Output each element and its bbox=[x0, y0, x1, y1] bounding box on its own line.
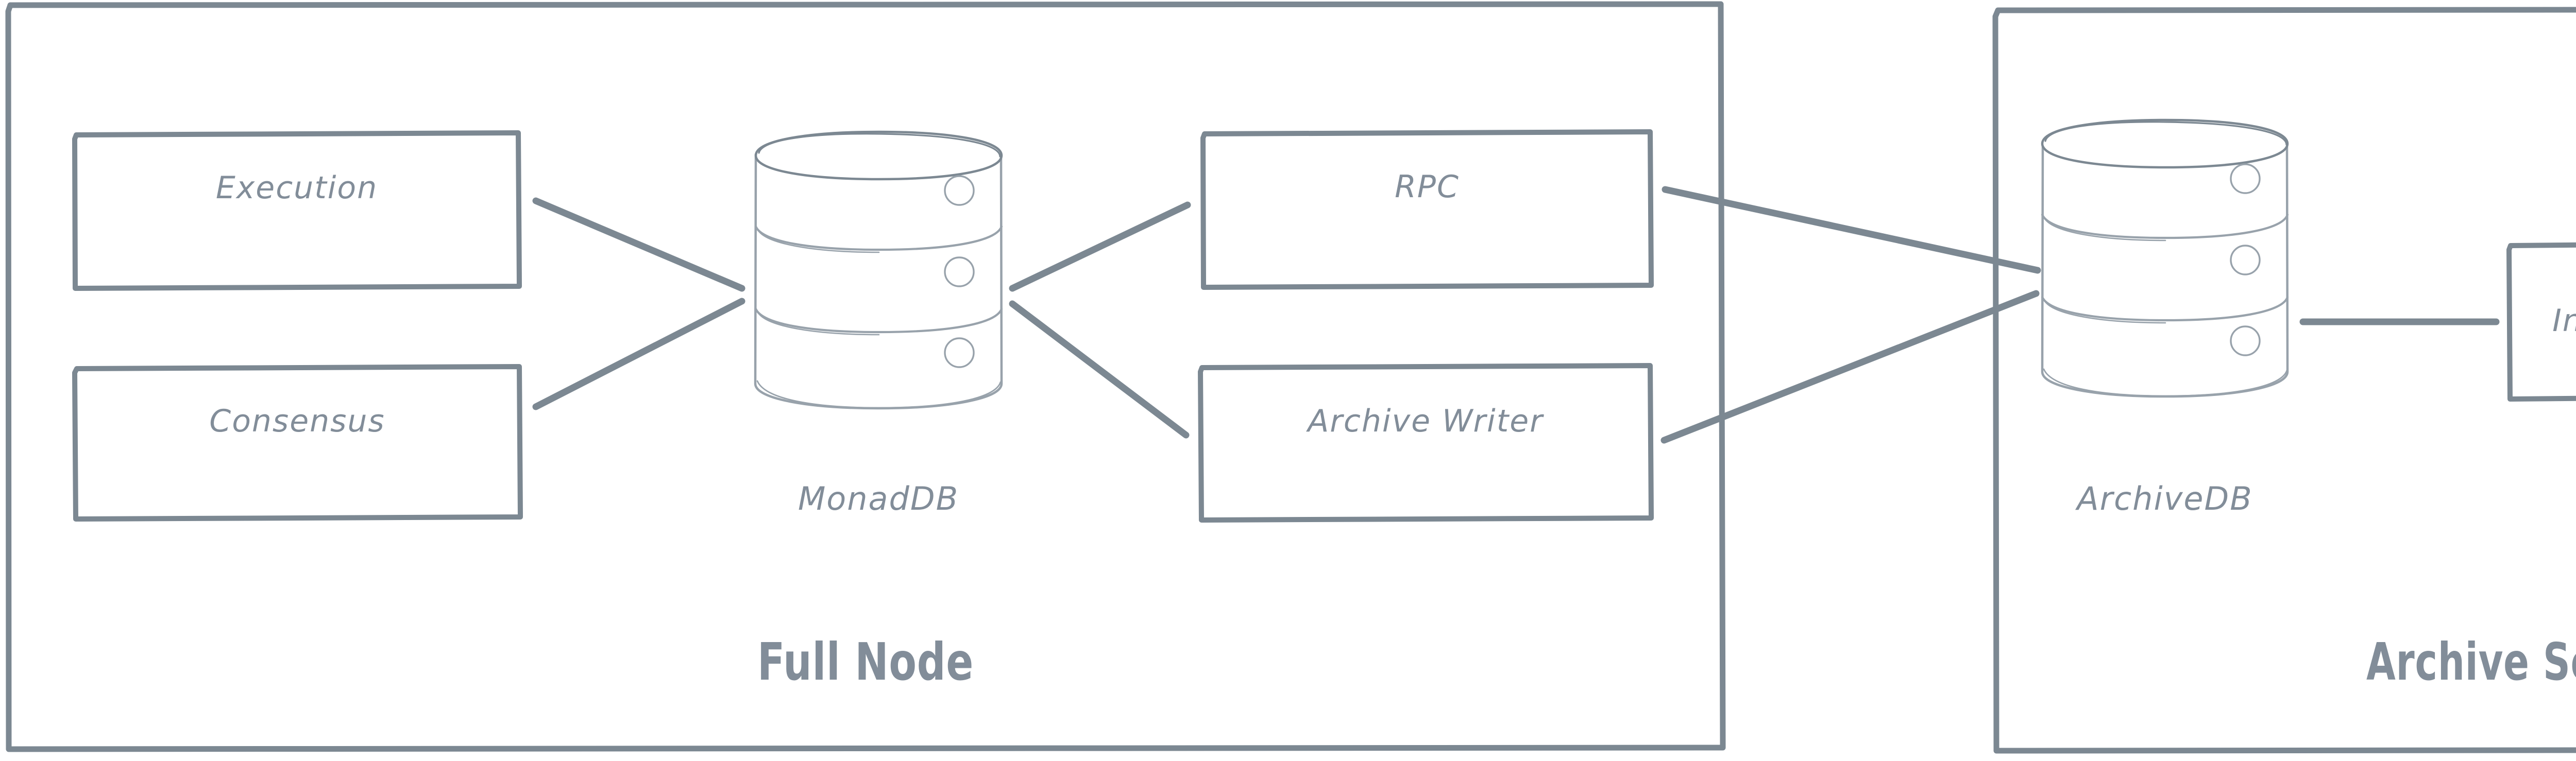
archive-writer-label: Archive Writer bbox=[1306, 403, 1544, 439]
monaddb-top-ellipse-sketch bbox=[758, 133, 1001, 158]
rpc-box-outline bbox=[1200, 129, 1654, 290]
group-container-archive-server[interactable] bbox=[1992, 7, 2576, 754]
monaddb-divider-1-sketch bbox=[757, 230, 880, 253]
node-monaddb[interactable] bbox=[754, 130, 1003, 410]
archivedb-divider-1 bbox=[2041, 213, 2289, 239]
archive-server-border bbox=[1992, 7, 2576, 754]
archive-writer-box-outline bbox=[1198, 363, 1654, 523]
indexer-label: Indexer bbox=[2552, 303, 2576, 339]
edge-monaddb-execution[interactable] bbox=[532, 197, 745, 292]
monaddb-divider-1 bbox=[754, 225, 1003, 251]
indexer-box-outline bbox=[2506, 242, 2576, 402]
consensus-box-outline bbox=[72, 364, 523, 522]
monaddb-indicator-1 bbox=[944, 175, 975, 206]
node-execution[interactable] bbox=[72, 130, 522, 291]
monaddb-indicator-2 bbox=[944, 256, 975, 287]
archivedb-top-ellipse-sketch bbox=[2044, 121, 2287, 146]
edge-monaddb-execution-line bbox=[532, 197, 745, 292]
archivedb-indicator-3 bbox=[2230, 325, 2261, 356]
edge-archivedb-rpc-line bbox=[1662, 186, 2041, 274]
full-node-border bbox=[5, 1, 1726, 752]
archivedb-label: ArchiveDB bbox=[2075, 480, 2253, 517]
archivedb-indicator-1 bbox=[2230, 163, 2261, 194]
edge-archivedb-rpc[interactable] bbox=[1662, 186, 2041, 274]
edge-monaddb-rpc[interactable] bbox=[1009, 201, 1191, 292]
node-archive-writer[interactable] bbox=[1198, 363, 1654, 523]
edge-archive-writer-archivedb[interactable] bbox=[1660, 290, 2040, 444]
monaddb-label: MonadDB bbox=[798, 480, 959, 517]
group-title-archive-server: Archive Server bbox=[2366, 632, 2576, 692]
node-archivedb[interactable] bbox=[2041, 118, 2289, 398]
archivedb-divider-1-sketch bbox=[2044, 218, 2166, 241]
monaddb-bottom-arc bbox=[756, 380, 1002, 409]
edge-monaddb-archive-writer[interactable] bbox=[1009, 300, 1190, 439]
archivedb-body bbox=[2041, 141, 2289, 398]
rpc-label: RPC bbox=[1395, 169, 1460, 205]
monaddb-divider-2-sketch bbox=[757, 312, 880, 336]
monaddb-indicator-3 bbox=[944, 337, 975, 368]
edge-monaddb-consensus[interactable] bbox=[532, 298, 745, 410]
monaddb-body bbox=[754, 153, 1003, 410]
monaddb-top-ellipse bbox=[754, 130, 1003, 181]
archivedb-divider-2 bbox=[2041, 296, 2289, 322]
archivedb-bottom-arc bbox=[2043, 368, 2288, 397]
edge-archive-writer-archivedb-line bbox=[1660, 290, 2040, 444]
edge-monaddb-rpc-line bbox=[1009, 201, 1191, 292]
node-consensus[interactable] bbox=[72, 364, 523, 522]
node-indexer[interactable] bbox=[2506, 242, 2576, 402]
archivedb-top-ellipse bbox=[2041, 118, 2289, 169]
execution-label: Execution bbox=[216, 170, 378, 206]
node-rpc[interactable] bbox=[1200, 129, 1654, 290]
archivedb-divider-2-sketch bbox=[2044, 300, 2166, 324]
edge-monaddb-archive-writer-line bbox=[1009, 300, 1190, 439]
consensus-label: Consensus bbox=[209, 403, 385, 439]
group-container-full-node[interactable] bbox=[5, 1, 1726, 752]
group-title-full-node: Full Node bbox=[757, 632, 974, 692]
execution-box-outline bbox=[72, 130, 522, 291]
archivedb-indicator-2 bbox=[2230, 245, 2261, 275]
edge-monaddb-consensus-line bbox=[532, 298, 745, 410]
monaddb-divider-2 bbox=[754, 307, 1003, 334]
